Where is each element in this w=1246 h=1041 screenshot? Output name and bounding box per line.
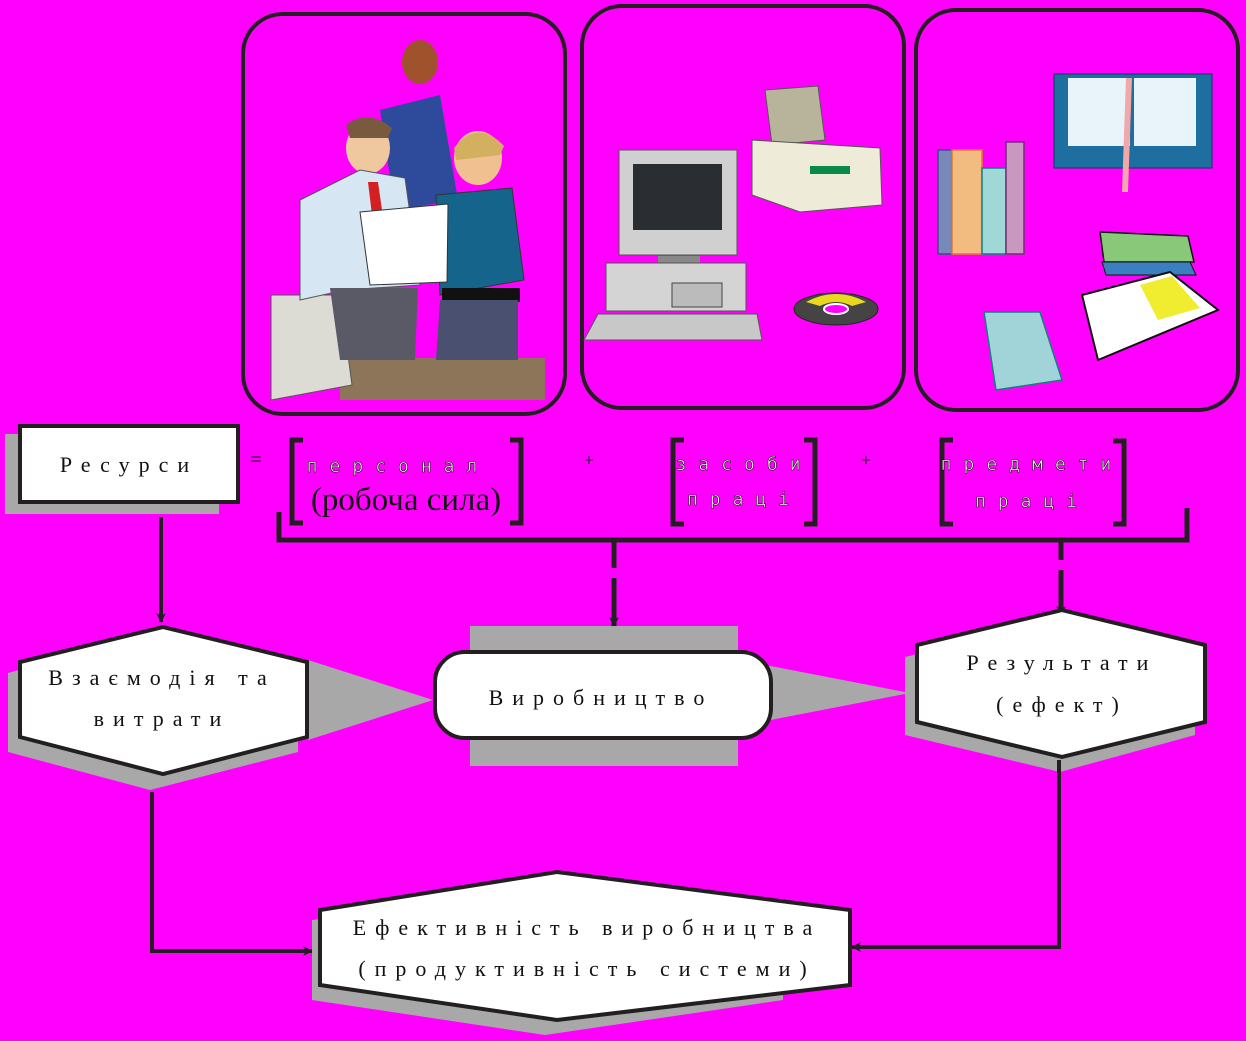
panel-personnel <box>241 12 567 416</box>
results-sublabel: (ефект) <box>996 692 1128 717</box>
production-node: Виробництво <box>433 626 910 766</box>
means-of-labor-term: засоби праці <box>670 437 818 527</box>
means-label: засоби <box>675 454 812 475</box>
compact-disc-illustration <box>793 292 879 326</box>
books-illustration <box>937 73 1220 391</box>
objects-label: предмети <box>941 454 1124 475</box>
equals-sign: = <box>250 449 261 471</box>
arrow-results-to-efficiency <box>851 760 1061 952</box>
interaction-costs-node: Взаємодія та витрати <box>8 624 433 790</box>
computer-illustration <box>583 149 763 341</box>
plus-sign-2: + <box>861 450 871 470</box>
production-label: Виробництво <box>489 685 714 710</box>
plus-sign-1: + <box>584 450 594 470</box>
efficiency-sublabel: (продуктивність системи) <box>358 956 815 981</box>
personnel-label: персонал <box>307 456 490 477</box>
interaction-sublabel: витрати <box>94 706 231 731</box>
printer-illustration <box>751 85 883 213</box>
efficiency-label: Ефективність виробництва <box>353 915 822 940</box>
resources-box: Ресурси <box>5 424 240 514</box>
efficiency-node: Ефективність виробництва (продуктивність… <box>312 869 852 1035</box>
resources-label: Ресурси <box>60 452 198 477</box>
objects-sublabel: праці <box>975 491 1089 512</box>
personnel-term: персонал (робоча сила) <box>289 437 524 526</box>
objects-of-labor-term: предмети праці <box>939 437 1127 527</box>
office-workers-illustration <box>270 40 545 401</box>
results-node: Результати (ефект) <box>905 607 1207 772</box>
results-label: Результати <box>967 650 1158 675</box>
panel-means-of-labor <box>580 4 906 410</box>
panel-objects-of-labor <box>914 8 1240 412</box>
interaction-label: Взаємодія та <box>48 665 275 690</box>
arrow-interaction-to-efficiency <box>150 792 313 956</box>
components-collector-line <box>276 508 1190 543</box>
personnel-sublabel: (робоча сила) <box>311 482 501 518</box>
means-sublabel: праці <box>687 489 801 510</box>
